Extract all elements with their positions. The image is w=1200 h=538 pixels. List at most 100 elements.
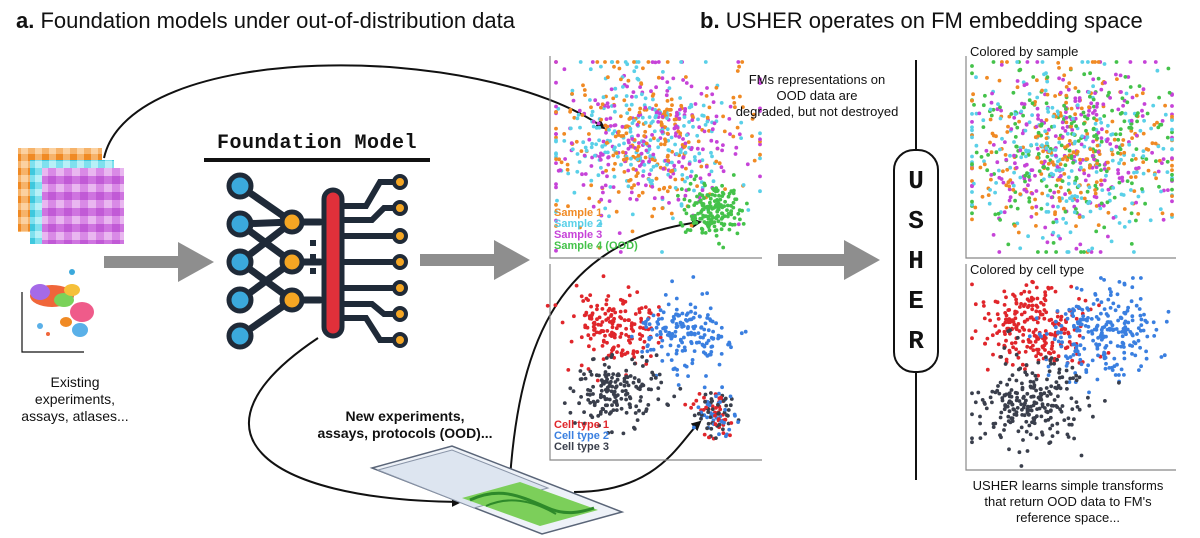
scatter-point bbox=[594, 126, 599, 130]
scatter-point bbox=[1031, 317, 1036, 322]
scatter-point bbox=[1051, 114, 1056, 119]
scatter-point bbox=[1144, 349, 1148, 354]
scatter-point bbox=[650, 60, 655, 64]
scatter-point bbox=[1141, 87, 1146, 92]
scatter-point bbox=[981, 125, 986, 129]
scatter-point bbox=[1052, 361, 1056, 366]
scatter-point bbox=[1029, 168, 1034, 173]
usher-letter-r: R bbox=[908, 326, 924, 356]
scatter-point bbox=[587, 344, 591, 349]
scatter-point bbox=[996, 384, 1000, 388]
scatter-point bbox=[1119, 367, 1124, 372]
scatter-point bbox=[570, 147, 575, 152]
scatter-point bbox=[619, 406, 624, 411]
scatter-point bbox=[1126, 170, 1131, 175]
scatter-point bbox=[990, 400, 994, 405]
scatter-point bbox=[712, 121, 717, 126]
scatter-point bbox=[983, 431, 988, 436]
scatter-point bbox=[667, 86, 672, 90]
scatter-point bbox=[701, 103, 706, 108]
scatter-point bbox=[1064, 120, 1069, 125]
scatter-point bbox=[736, 420, 740, 424]
scatter-point bbox=[617, 66, 622, 71]
scatter-point bbox=[1004, 317, 1008, 322]
scatter-point bbox=[670, 149, 674, 154]
scatter-point bbox=[693, 102, 698, 106]
scatter-point bbox=[1170, 187, 1174, 192]
scatter-point bbox=[1031, 416, 1036, 421]
scatter-point bbox=[709, 138, 714, 143]
scatter-point bbox=[641, 345, 646, 350]
scatter-point bbox=[640, 92, 644, 97]
scatter-point bbox=[1130, 318, 1135, 323]
scatter-point bbox=[634, 404, 639, 409]
scatter-point bbox=[578, 60, 583, 64]
scatter-point bbox=[1065, 158, 1070, 162]
usher-letter-s: S bbox=[908, 206, 924, 236]
scatter-point bbox=[1022, 102, 1027, 107]
scatter-point bbox=[616, 344, 621, 348]
scatter-point bbox=[596, 322, 601, 327]
scatter-point bbox=[1072, 417, 1076, 422]
heading-b-prefix: b. bbox=[700, 8, 720, 33]
scatter-point bbox=[1050, 423, 1055, 428]
scatter-point bbox=[1126, 320, 1131, 325]
scatter-point bbox=[657, 317, 661, 321]
scatter-point bbox=[651, 152, 656, 157]
scatter-point bbox=[1117, 373, 1121, 377]
scatter-point bbox=[1079, 190, 1083, 195]
scatter-point bbox=[1079, 142, 1084, 147]
scatter-point bbox=[1045, 166, 1050, 171]
scatter-point bbox=[1023, 302, 1027, 307]
scatter-point bbox=[1092, 327, 1097, 332]
scatter-point bbox=[1132, 170, 1136, 175]
scatter-point bbox=[1082, 168, 1086, 173]
scatter-point bbox=[1066, 331, 1071, 336]
scatter-point bbox=[581, 299, 586, 303]
scatter-point bbox=[608, 116, 613, 121]
scatter-point bbox=[1089, 329, 1094, 334]
scatter-point bbox=[603, 123, 608, 128]
scatter-point bbox=[1027, 334, 1032, 339]
scatter-point bbox=[661, 70, 665, 74]
scatter-point bbox=[1085, 116, 1090, 121]
scatter-point bbox=[758, 131, 762, 136]
scatter-point bbox=[1036, 373, 1040, 378]
scatter-point bbox=[1106, 297, 1111, 302]
scatter-point bbox=[1170, 147, 1174, 152]
scatter-point bbox=[1028, 432, 1033, 437]
scatter-point bbox=[998, 218, 1002, 222]
scatter-point bbox=[1042, 343, 1047, 348]
scatter-point bbox=[1044, 184, 1049, 189]
scatter-point bbox=[660, 250, 664, 254]
scatter-point bbox=[699, 416, 703, 421]
scatter-point bbox=[636, 144, 641, 149]
scatter-point bbox=[559, 160, 564, 165]
scatter-point bbox=[666, 352, 670, 357]
scatter-point bbox=[1158, 207, 1163, 212]
scatter-point bbox=[1048, 188, 1053, 193]
scatter-point bbox=[628, 340, 632, 345]
scatter-point bbox=[601, 190, 605, 195]
scatter-point bbox=[636, 378, 641, 382]
scatter-point bbox=[656, 312, 661, 317]
scatter-point bbox=[1064, 221, 1068, 225]
scatter-point bbox=[1093, 91, 1097, 95]
scatter-point bbox=[613, 380, 618, 384]
scatter-point bbox=[1027, 92, 1032, 96]
scatter-point bbox=[1036, 113, 1040, 118]
scatter-point bbox=[1010, 363, 1015, 367]
scatter-point bbox=[579, 335, 584, 340]
scatter-point bbox=[1043, 348, 1047, 352]
scatter-point bbox=[1109, 290, 1113, 294]
scatter-point bbox=[589, 164, 594, 168]
scatter-point bbox=[1072, 210, 1077, 215]
scatter-point bbox=[1033, 373, 1038, 378]
scatter-point bbox=[656, 386, 661, 390]
scatter-point bbox=[621, 431, 626, 436]
scatter-point bbox=[1015, 60, 1020, 64]
scatter-point bbox=[998, 380, 1003, 385]
scatter-point bbox=[990, 389, 995, 394]
scatter-point bbox=[1065, 387, 1069, 391]
scatter-point bbox=[970, 436, 974, 441]
